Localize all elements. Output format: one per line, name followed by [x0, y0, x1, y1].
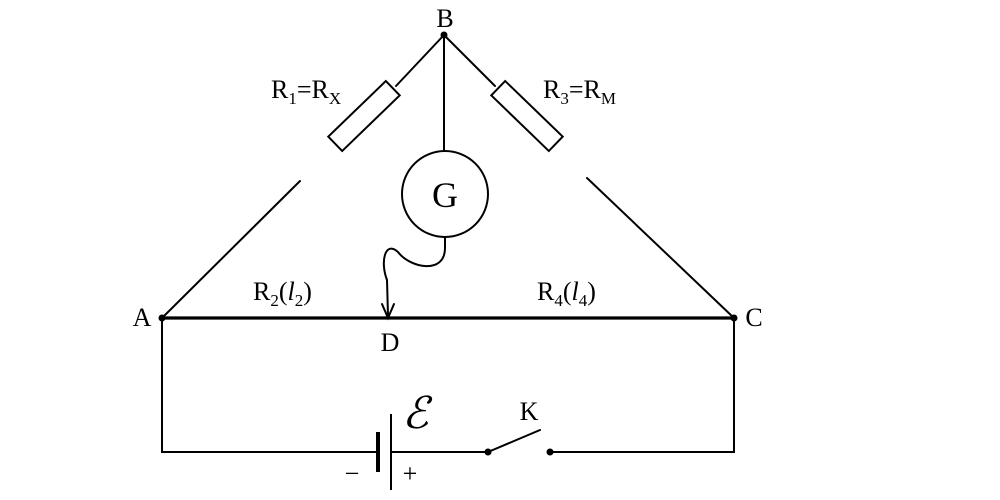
switch-k-label: K [520, 397, 539, 426]
wire-galvanometer-to-slider [382, 236, 446, 317]
wire-r3-to-c [586, 177, 735, 319]
wire-b-to-r3 [443, 34, 496, 87]
node-a-dot [158, 314, 166, 322]
node-b-label: B [436, 4, 453, 33]
wire-a-to-r1 [161, 180, 301, 319]
battery-emf-label: ℰ [402, 388, 433, 439]
node-d-label: D [381, 328, 400, 357]
battery-minus-sign: − [345, 459, 360, 488]
label-r4-l4: R4(l4) [537, 277, 596, 310]
galvanometer-label: G [432, 175, 458, 215]
wire-switch-to-c [549, 317, 735, 453]
node-a-label: A [133, 303, 152, 332]
resistor-r3 [489, 79, 565, 153]
switch-k-left-contact [484, 448, 492, 456]
node-b-dot [440, 31, 448, 39]
label-r3-rm: R3=RM [543, 75, 616, 108]
node-c-dot [730, 314, 738, 322]
wire-a-to-battery [161, 317, 378, 453]
wire-r1-to-b [395, 34, 445, 87]
label-r1-rx: R1=RX [271, 75, 341, 108]
resistor-r1 [326, 79, 402, 153]
switch-k-right-contact [546, 448, 554, 456]
node-c-label: C [745, 303, 762, 332]
label-r2-l2: R2(l2) [253, 277, 312, 310]
switch-k-blade [487, 429, 541, 453]
battery-plus-sign: + [403, 459, 418, 488]
